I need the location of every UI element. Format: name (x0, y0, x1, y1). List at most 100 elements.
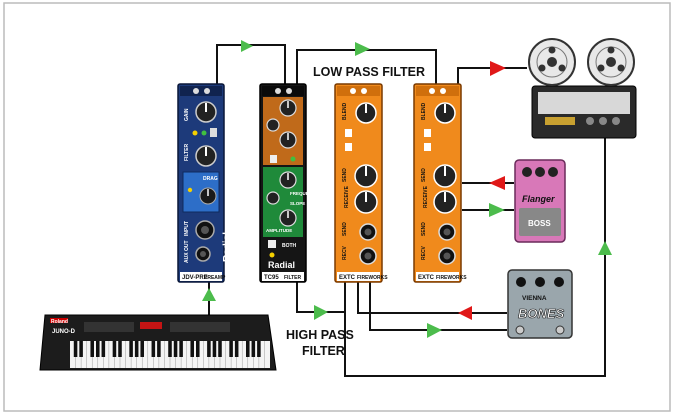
black-key (73, 341, 78, 357)
insert2-blend-label: BLEND (421, 102, 427, 120)
bones-name-logo: BONES (518, 306, 565, 321)
recv-jack-icon (438, 247, 456, 265)
black-key (151, 341, 156, 357)
eq-amplitude-label: AMPLITUDE (266, 228, 292, 233)
preamp-gain-label: GAIN (184, 108, 190, 121)
black-key (207, 341, 211, 357)
preamp-filter-label: FILTER (184, 143, 190, 161)
diagram-frame (3, 2, 671, 412)
receive-knob-icon (354, 190, 378, 214)
flanger-pedal: Flanger BOSS (514, 159, 566, 243)
preamp-drag-label: DRAG (203, 176, 218, 182)
top-jack-icon (350, 88, 356, 94)
cable-distortion-return (369, 282, 507, 331)
arrow-green-flanger (489, 203, 505, 217)
preamp-aux-label: AUX OUT (184, 241, 190, 264)
switch-icon (424, 143, 431, 151)
eq-knob-icon (266, 191, 280, 205)
preamp-input-label: INPUT (184, 221, 190, 236)
top-jack-icon (361, 88, 367, 94)
black-key (234, 341, 239, 357)
insert1-send-jack-label: SEND (342, 222, 348, 236)
filter-knob-icon (195, 145, 217, 167)
send-knob-icon (354, 164, 378, 188)
pedal-knob-icon (554, 277, 564, 287)
insert1-model-label: EXTC (339, 275, 356, 281)
pedal-knob-icon (522, 167, 532, 177)
preamp-module: GAIN FILTER DRAG INPUT AUX OUT Radial JD… (177, 83, 233, 283)
top-jack-icon (286, 88, 292, 94)
insert2-send-label: SEND (421, 168, 427, 182)
black-key (196, 341, 200, 357)
led-icon (201, 130, 207, 136)
black-key (229, 341, 233, 357)
input-jack-icon (195, 220, 215, 240)
insert2-sub-label: FIREWORKS (436, 275, 467, 281)
reel-to-reel-tape-deck (528, 38, 637, 139)
black-key (134, 341, 139, 357)
black-key (168, 341, 172, 357)
tape-reel-left-icon (528, 38, 576, 86)
black-key (179, 341, 183, 357)
cables (208, 44, 606, 377)
insert1-send-label: SEND (342, 168, 348, 182)
footswitch-icon (555, 325, 565, 335)
led-icon (290, 156, 296, 162)
arrow-green-tape-return (598, 241, 612, 255)
eq-slope-label: SLOPE (290, 201, 305, 206)
arrow-green-hp (314, 305, 328, 320)
bones-pedal: VIENNA BONES (507, 269, 573, 339)
black-key (96, 341, 100, 357)
eq-both-label: BOTH (282, 243, 297, 249)
insert1-recv-jack-label: RECV (342, 245, 348, 260)
pedal-knob-icon (548, 167, 558, 177)
top-jack-icon (440, 88, 446, 94)
black-key (173, 341, 178, 357)
preamp-sub-label: PREAMP (204, 275, 226, 281)
black-key (218, 341, 222, 357)
send-knob-icon (433, 164, 457, 188)
arrow-green-1 (241, 40, 253, 52)
high-pass-label-line1: HIGH PASS (286, 328, 354, 342)
black-key (157, 341, 161, 357)
send-jack-icon (438, 223, 456, 241)
insert-module-1: BLEND SEND RECEIVE SEND RECV EXTC FIREWO… (334, 83, 388, 283)
black-key (246, 341, 250, 357)
eq-knob-icon (279, 131, 297, 149)
arrow-green-2 (355, 42, 370, 56)
black-key (112, 341, 117, 357)
top-jack-icon (204, 88, 210, 94)
arrow-red-flanger (489, 176, 505, 190)
high-pass-label-line2: FILTER (302, 344, 345, 358)
keyboard-brand-label: Roland (51, 319, 68, 325)
led-icon (269, 252, 275, 258)
eq-sub-label: FILTER (284, 275, 302, 281)
pedal-knob-icon (516, 277, 526, 287)
cable-preamp-to-eq (216, 44, 286, 88)
eq-knob-icon (279, 99, 297, 117)
switch-icon (270, 155, 277, 163)
insert2-recv-jack-label: RECV (421, 245, 427, 260)
black-key (251, 341, 256, 357)
arrow-green-keyboard (202, 288, 216, 301)
arrow-red-distortion (458, 306, 472, 320)
switch-icon (210, 128, 217, 137)
eq-knob-icon (279, 171, 297, 189)
flanger-name-label: Flanger (522, 194, 555, 204)
black-key (90, 341, 94, 357)
insert1-receive-label: RECEIVE (344, 185, 350, 208)
insert1-blend-label: BLEND (342, 102, 348, 120)
cable-tape-return (344, 137, 606, 377)
recv-jack-icon (359, 247, 377, 265)
black-key (212, 341, 217, 357)
keyboard-model-label: JUNO-D (52, 329, 76, 335)
cable-high-pass-path (296, 280, 346, 313)
black-key (129, 341, 133, 357)
black-key (140, 341, 144, 357)
black-key (101, 341, 106, 357)
insert2-receive-label: RECEIVE (423, 185, 429, 208)
cable-distortion-send (357, 282, 507, 314)
preamp-brand-logo: Radial (222, 232, 233, 262)
footswitch-icon (515, 325, 525, 335)
